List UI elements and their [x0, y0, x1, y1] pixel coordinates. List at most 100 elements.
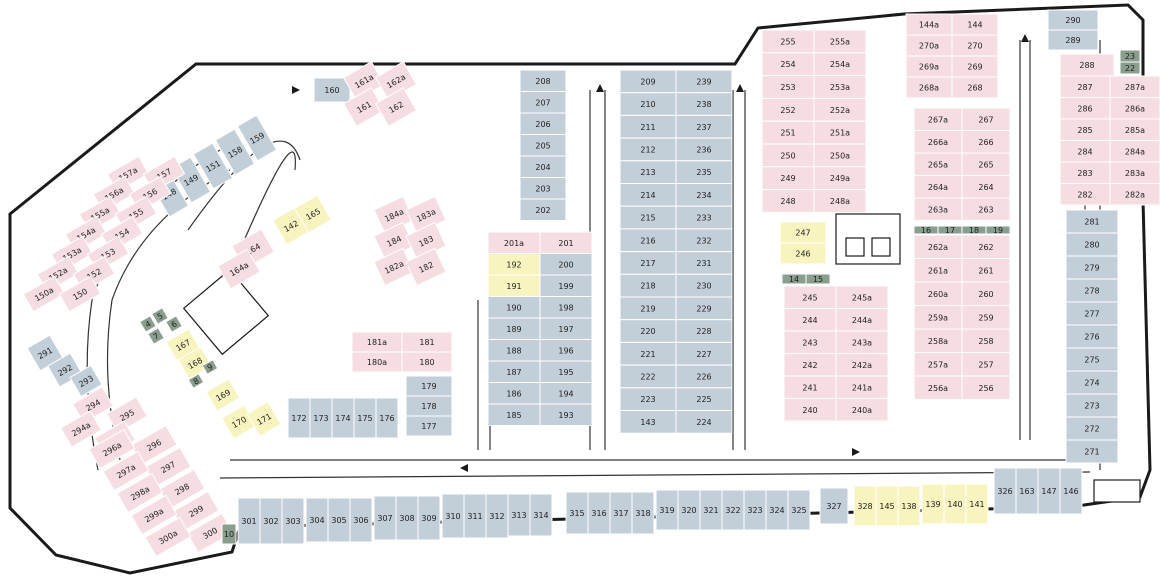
spot-284[interactable]: 284 [1059, 140, 1111, 163]
spot-201[interactable]: 201 [539, 231, 593, 254]
spot-306[interactable]: 306 [349, 497, 373, 543]
spot-295[interactable]: 295 [106, 396, 148, 434]
spot-253a[interactable]: 253a [813, 75, 867, 99]
spot-303[interactable]: 303 [281, 497, 305, 545]
spot-250[interactable]: 250 [761, 143, 815, 168]
spot-216[interactable]: 216 [619, 228, 677, 253]
spot-188[interactable]: 188 [487, 339, 541, 362]
spot-297a[interactable]: 297a [102, 450, 150, 492]
spot-311[interactable]: 311 [463, 493, 487, 539]
spot-196[interactable]: 196 [539, 339, 593, 362]
spot-308[interactable]: 308 [395, 495, 419, 541]
spot-271[interactable]: 271 [1065, 439, 1119, 464]
spot-212[interactable]: 212 [619, 137, 677, 162]
spot-257a[interactable]: 257a [913, 352, 963, 377]
spot-250a[interactable]: 250a [813, 143, 867, 168]
spot-266[interactable]: 266 [961, 130, 1011, 154]
spot-217[interactable]: 217 [619, 251, 677, 275]
spot-18[interactable]: 18 [961, 225, 987, 235]
spot-205[interactable]: 205 [519, 134, 567, 157]
spot-323[interactable]: 323 [743, 489, 767, 531]
spot-269[interactable]: 269 [951, 55, 999, 78]
spot-189[interactable]: 189 [487, 317, 541, 340]
spot-146[interactable]: 146 [1059, 467, 1083, 515]
spot-258a[interactable]: 258a [913, 328, 963, 353]
spot-138[interactable]: 138 [897, 485, 921, 527]
spot-186[interactable]: 186 [487, 382, 541, 405]
spot-192[interactable]: 192 [487, 253, 541, 276]
spot-204[interactable]: 204 [519, 155, 567, 178]
spot-211[interactable]: 211 [619, 114, 677, 139]
spot-240[interactable]: 240 [783, 398, 837, 422]
spot-199[interactable]: 199 [539, 274, 593, 297]
spot-261a[interactable]: 261a [913, 258, 963, 283]
spot-193[interactable]: 193 [539, 403, 593, 426]
spot-22[interactable]: 22 [1119, 61, 1141, 75]
spot-265a[interactable]: 265a [913, 152, 963, 176]
spot-15[interactable]: 15 [805, 273, 831, 285]
spot-320[interactable]: 320 [677, 489, 701, 531]
spot-317[interactable]: 317 [609, 491, 633, 535]
spot-10[interactable]: 10 [221, 523, 237, 545]
spot-298a[interactable]: 298a [116, 472, 164, 514]
spot-182a[interactable]: 182a [373, 247, 415, 287]
spot-255[interactable]: 255 [761, 29, 815, 54]
spot-260a[interactable]: 260a [913, 281, 963, 306]
spot-262[interactable]: 262 [961, 234, 1011, 259]
spot-238[interactable]: 238 [675, 92, 733, 116]
spot-262a[interactable]: 262a [913, 234, 963, 259]
spot-168[interactable]: 168 [177, 346, 213, 380]
spot-236[interactable]: 236 [675, 137, 733, 162]
spot-319[interactable]: 319 [655, 489, 679, 531]
spot-7[interactable]: 7 [147, 327, 165, 345]
spot-294a[interactable]: 294a [60, 410, 102, 448]
spot-215[interactable]: 215 [619, 205, 677, 230]
spot-224[interactable]: 224 [675, 410, 733, 434]
spot-263a[interactable]: 263a [913, 197, 963, 221]
spot-191[interactable]: 191 [487, 274, 541, 297]
spot-286[interactable]: 286 [1059, 97, 1111, 120]
spot-256a[interactable]: 256a [913, 375, 963, 400]
spot-9[interactable]: 9 [201, 358, 219, 376]
spot-173[interactable]: 173 [309, 397, 333, 439]
spot-179[interactable]: 179 [405, 375, 453, 397]
spot-145[interactable]: 145 [875, 485, 899, 527]
spot-300[interactable]: 300 [186, 512, 234, 554]
spot-237[interactable]: 237 [675, 114, 733, 139]
spot-287[interactable]: 287 [1059, 75, 1111, 98]
spot-16[interactable]: 16 [913, 225, 939, 235]
spot-312[interactable]: 312 [485, 493, 509, 539]
spot-260[interactable]: 260 [961, 281, 1011, 306]
spot-19[interactable]: 19 [985, 225, 1011, 235]
spot-171[interactable]: 171 [246, 401, 282, 437]
spot-176[interactable]: 176 [375, 397, 399, 439]
spot-305[interactable]: 305 [327, 497, 351, 543]
spot-251[interactable]: 251 [761, 120, 815, 145]
spot-195[interactable]: 195 [539, 360, 593, 383]
spot-242[interactable]: 242 [783, 353, 837, 377]
spot-172[interactable]: 172 [287, 397, 311, 439]
spot-151[interactable]: 151 [192, 142, 234, 190]
spot-252a[interactable]: 252a [813, 97, 867, 122]
spot-328[interactable]: 328 [853, 485, 877, 527]
spot-258[interactable]: 258 [961, 328, 1011, 353]
spot-321[interactable]: 321 [699, 489, 723, 531]
spot-254a[interactable]: 254a [813, 52, 867, 77]
spot-273[interactable]: 273 [1065, 393, 1119, 418]
spot-326[interactable]: 326 [993, 467, 1017, 515]
spot-140[interactable]: 140 [943, 483, 967, 525]
spot-300a[interactable]: 300a [144, 516, 192, 558]
spot-223[interactable]: 223 [619, 387, 677, 411]
spot-279[interactable]: 279 [1065, 255, 1119, 280]
spot-213[interactable]: 213 [619, 160, 677, 185]
spot-147[interactable]: 147 [1037, 467, 1061, 515]
spot-221[interactable]: 221 [619, 341, 677, 366]
spot-239[interactable]: 239 [675, 69, 733, 94]
spot-158[interactable]: 158 [214, 128, 256, 176]
spot-298[interactable]: 298 [158, 468, 206, 510]
spot-214[interactable]: 214 [619, 183, 677, 207]
spot-187[interactable]: 187 [487, 360, 541, 383]
spot-227[interactable]: 227 [675, 341, 733, 366]
spot-253[interactable]: 253 [761, 75, 815, 99]
spot-282[interactable]: 282 [1059, 183, 1111, 206]
